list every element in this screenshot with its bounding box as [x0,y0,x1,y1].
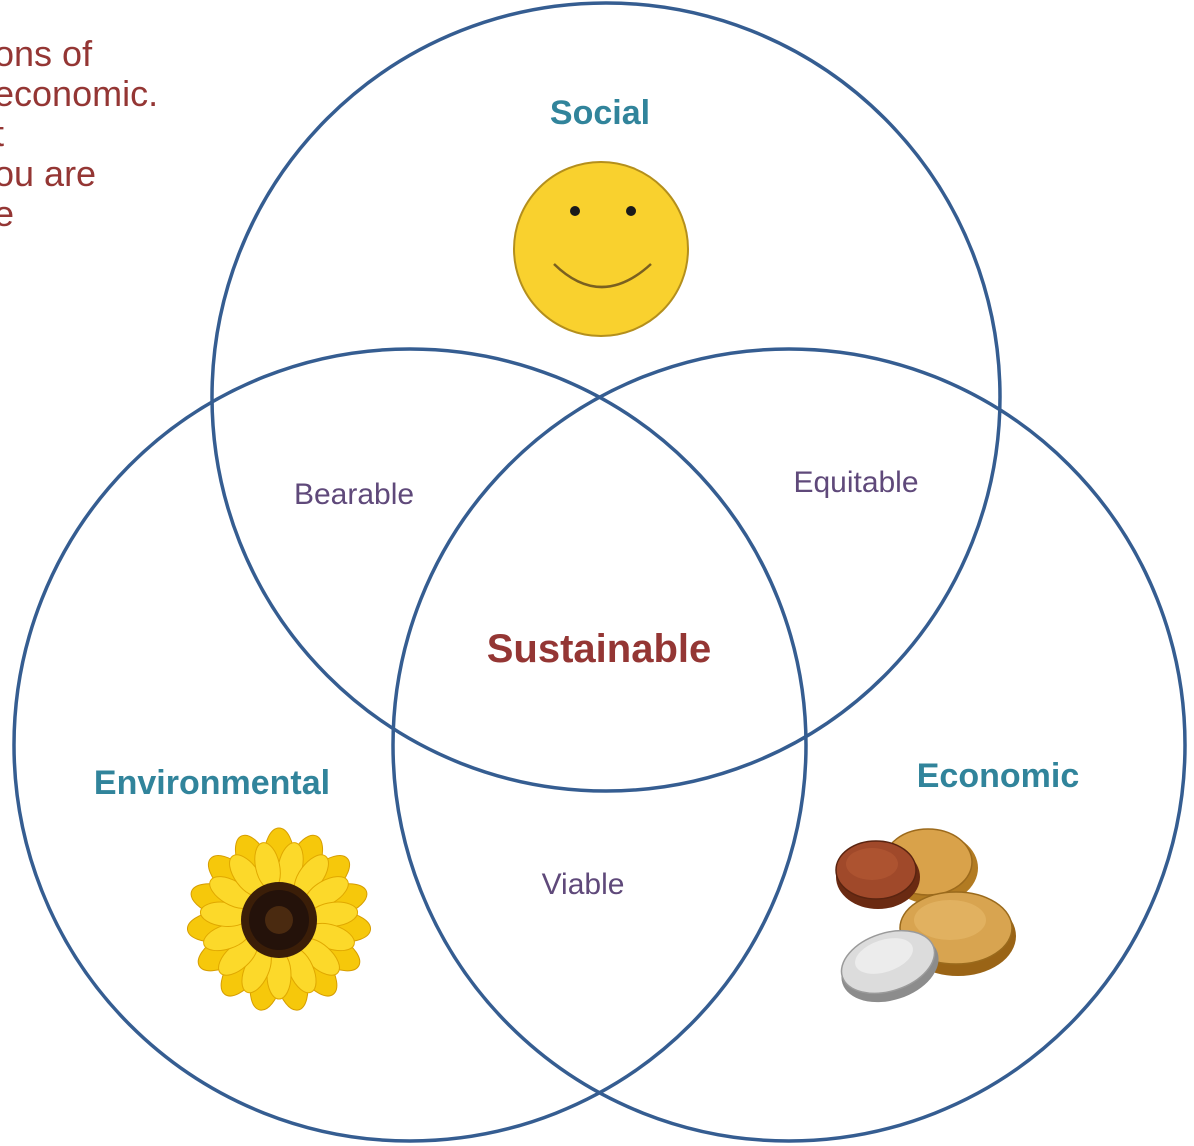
environmental-circle [12,347,808,1143]
intro-line: economic. [0,73,159,114]
intro-text: ons of economic. t ou are e [0,34,254,234]
intro-line: t [0,114,254,154]
sustainable-label: Sustainable [487,627,712,671]
economic-label: Economic [917,757,1079,795]
intro-line: ons of [0,33,93,74]
sunflower-icon [186,827,372,1011]
intro-line: e [0,193,15,234]
social-circle [210,1,1002,793]
social-label: Social [550,94,650,132]
economic-circle [391,347,1187,1143]
bearable-label: Bearable [294,478,414,511]
smiley-face-icon [513,161,689,337]
viable-label: Viable [542,868,625,901]
intro-line: ou are [0,153,97,194]
environmental-label: Environmental [94,764,330,802]
equitable-label: Equitable [793,466,918,499]
coins-icon [835,828,1016,1003]
